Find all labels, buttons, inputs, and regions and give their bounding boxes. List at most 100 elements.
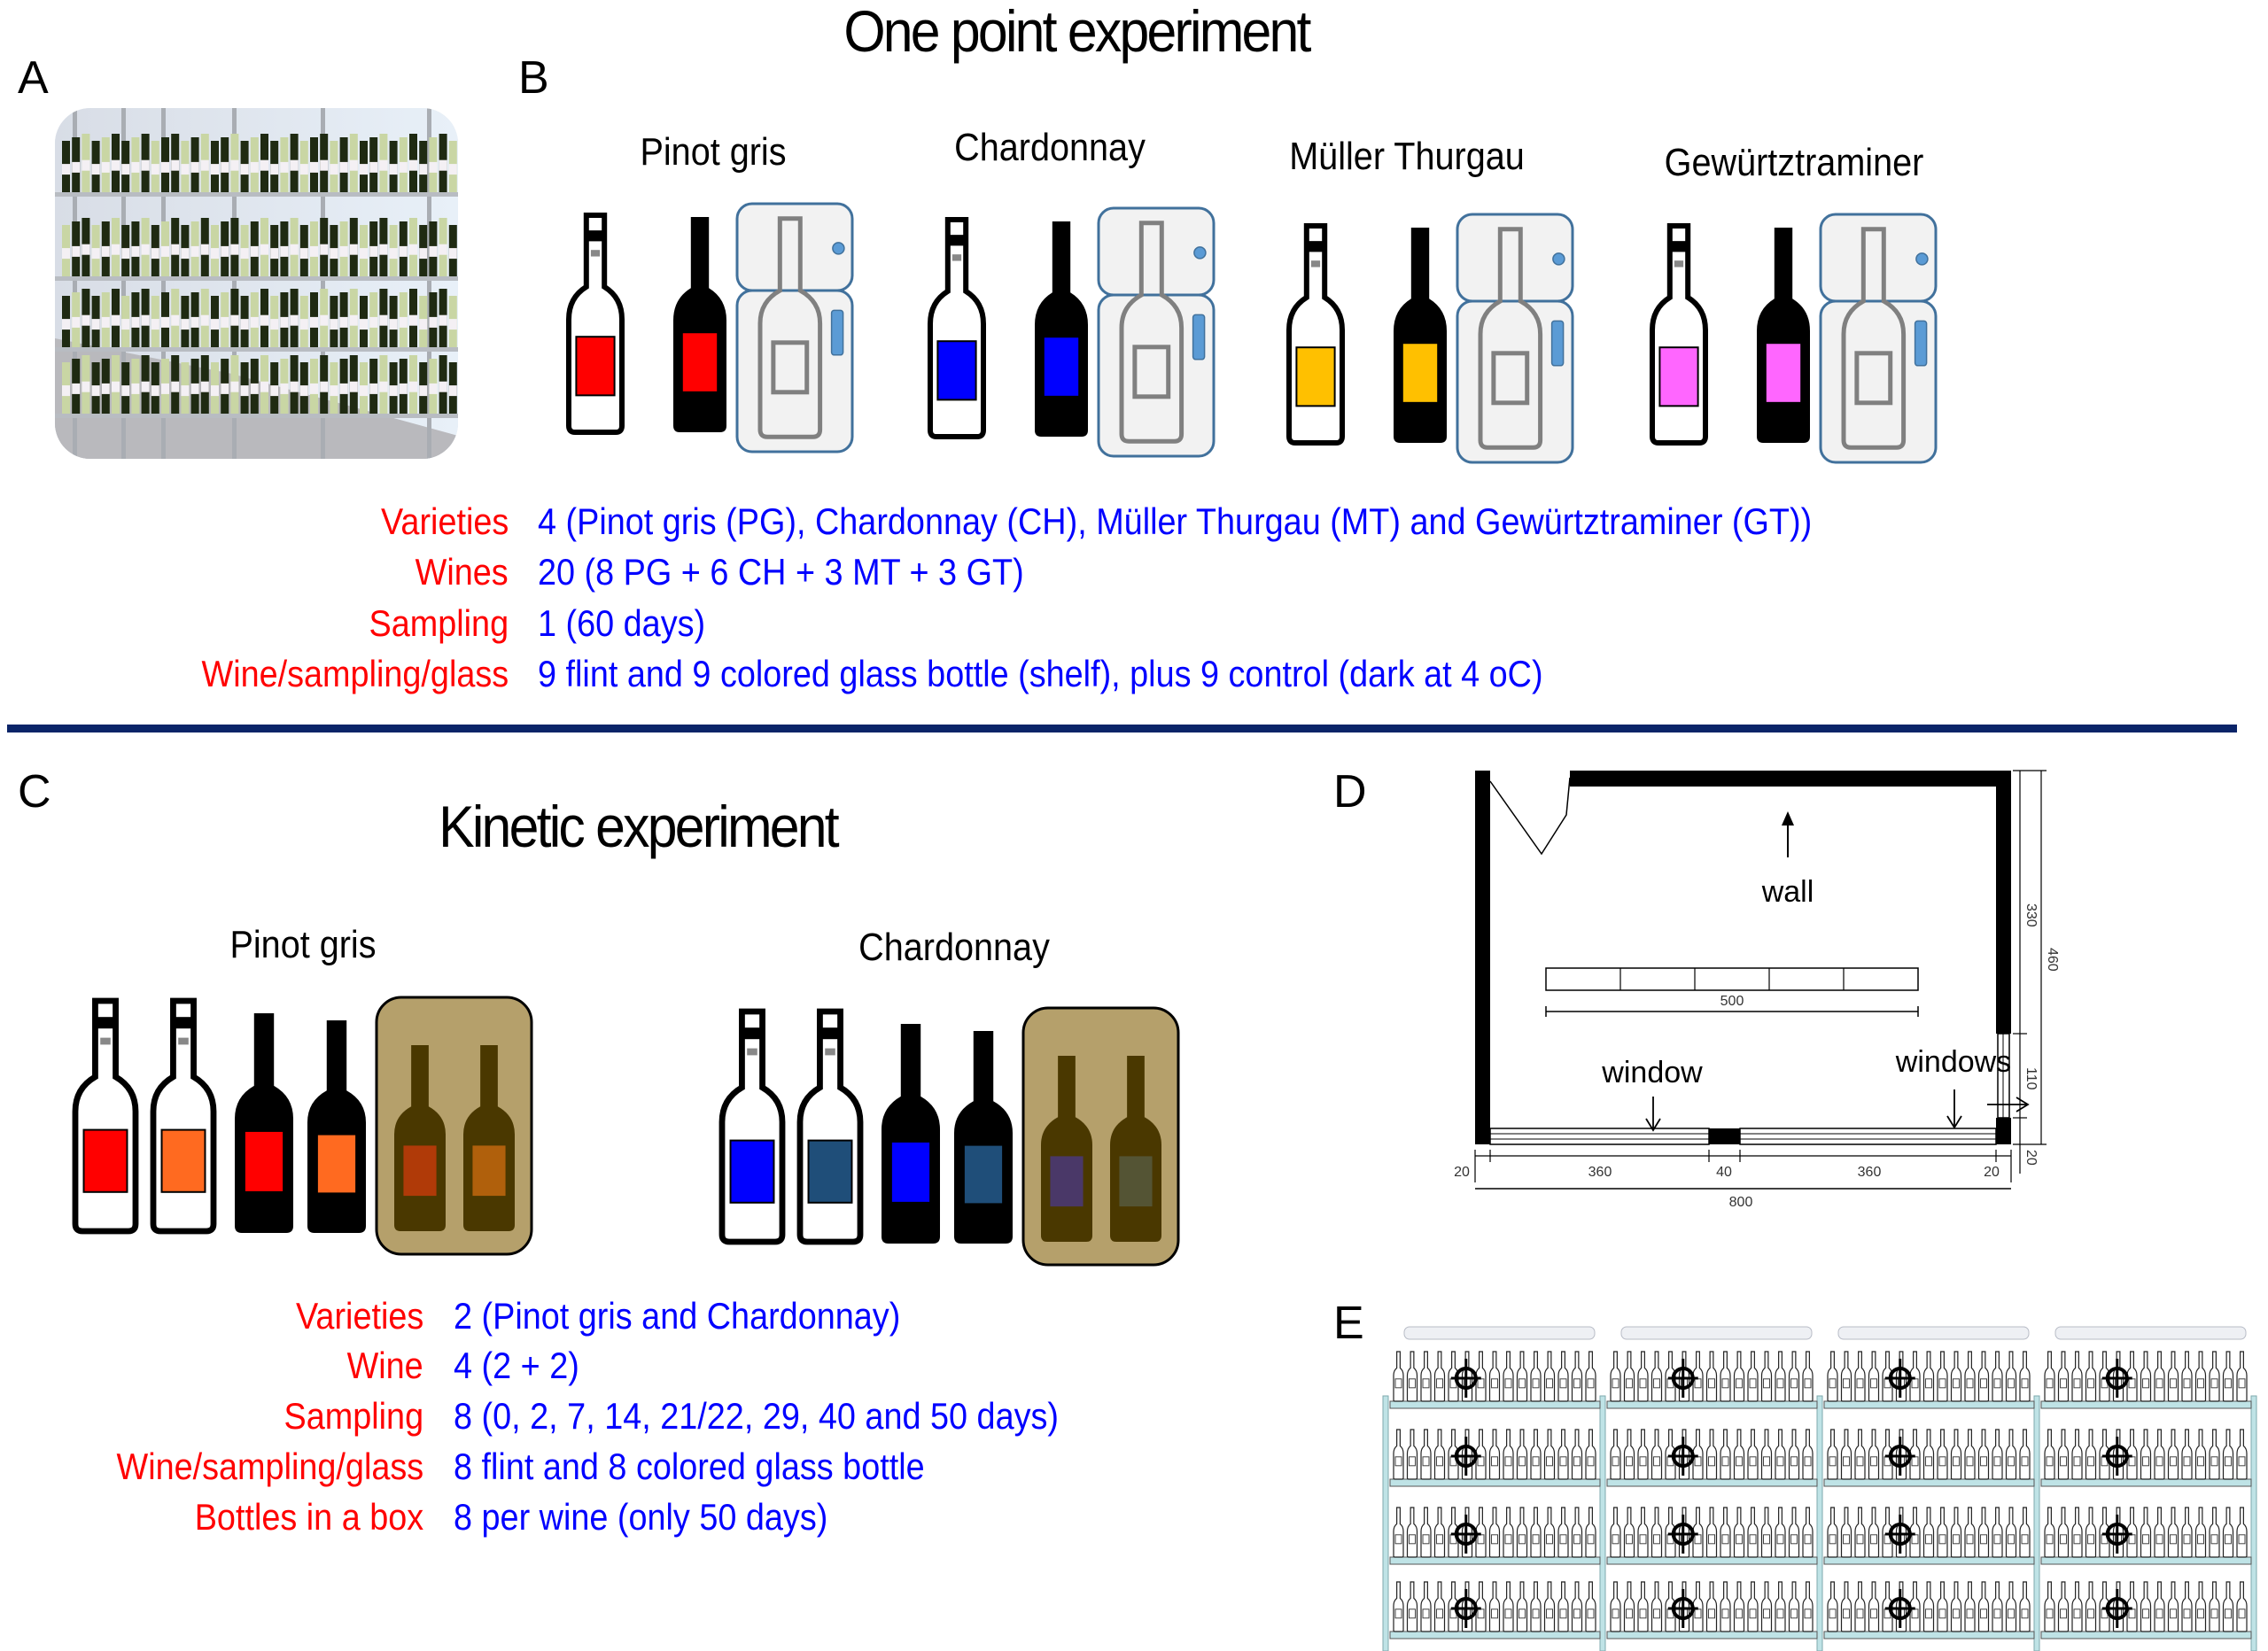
shelf-bottle — [1922, 1429, 1935, 1480]
boxed-bottle — [1041, 1056, 1092, 1242]
shelf-bottle — [1802, 1429, 1814, 1480]
door-swing — [1489, 777, 1571, 856]
shelf-upright — [1382, 1395, 1389, 1651]
shelf-bottle — [1393, 1351, 1404, 1402]
shelf-bottle — [1543, 1581, 1556, 1632]
shelf-upright — [1816, 1395, 1823, 1651]
shelf-bottle — [2140, 1351, 2152, 1402]
shelf-bottle — [1406, 1429, 1418, 1480]
shelf-bottle — [2057, 1507, 2070, 1558]
shelf-bottle — [1992, 1429, 2003, 1480]
flint-bottle — [718, 1008, 786, 1245]
floor-plan: wall 500 window windows 330 460 110 20 2… — [1454, 770, 2060, 1210]
shelf-bottle — [1922, 1507, 1935, 1558]
shelf-bottle — [1720, 1507, 1731, 1558]
shelf-bottle — [1827, 1351, 1838, 1402]
shelf-board — [2040, 1400, 2252, 1409]
dim-bottom-left: 20 — [1454, 1165, 1470, 1180]
shelf-upright — [2250, 1395, 2257, 1651]
shelf-bottle — [1420, 1581, 1432, 1632]
shelf-bottle — [1557, 1507, 1569, 1558]
shelf-board — [1823, 1556, 2035, 1565]
one-point-title: One point experiment — [843, 0, 1311, 64]
colored-bottle — [1035, 221, 1088, 437]
wine-shelf-photo — [55, 108, 458, 459]
shelf-bottle — [1840, 1351, 1852, 1402]
shelf-bottle — [1503, 1429, 1514, 1480]
shelf-bottle — [1733, 1507, 1745, 1558]
fridge-freezer-handle-icon — [1193, 246, 1207, 260]
shelf-bottle — [1720, 1581, 1731, 1632]
variety-label: Chardonnay — [954, 126, 1146, 169]
one-point-group-2 — [928, 206, 1216, 458]
wine-shelf-photo-graphic — [55, 108, 458, 459]
shelf-bottle — [2019, 1429, 2031, 1480]
panel-letter-e: E — [1333, 1298, 1364, 1349]
shelf-bottle — [1868, 1581, 1880, 1632]
shelf-bottle — [1610, 1507, 1621, 1558]
shelf-board — [1823, 1631, 2035, 1639]
shelf-bottle — [1475, 1429, 1487, 1480]
shelf-bottle — [1840, 1429, 1852, 1480]
bottle-label — [891, 1142, 930, 1202]
shelf-bottle — [1747, 1507, 1759, 1558]
sensor-target-icon — [2101, 1359, 2132, 1398]
shelf-bottle — [1637, 1351, 1649, 1402]
shelf-bottle — [1977, 1507, 1990, 1558]
info-value: 20 (8 PG + 6 CH + 3 MT + 3 GT) — [538, 551, 1024, 593]
colored-bottle — [954, 1031, 1013, 1244]
info-label: Wine/sampling/glass — [201, 653, 509, 694]
shelf-bottle — [2222, 1507, 2234, 1558]
shelf-bottle — [1827, 1581, 1838, 1632]
flint-bottle — [72, 997, 139, 1235]
shelf-bottle — [1637, 1581, 1649, 1632]
shelf-bottle — [1747, 1581, 1759, 1632]
sensor-target-icon — [2101, 1437, 2132, 1476]
shelf-bottle — [1393, 1507, 1404, 1558]
sensor-target-icon — [1667, 1589, 1698, 1628]
shelf-bottle — [1530, 1351, 1542, 1402]
shelf-bottle — [2071, 1351, 2083, 1402]
shelf-bottle — [1720, 1429, 1731, 1480]
shelf-bottle — [1516, 1507, 1528, 1558]
sensor-target-icon — [1884, 1437, 1915, 1476]
shelf-bottle — [1571, 1429, 1583, 1480]
shelf-bottle — [1557, 1429, 1569, 1480]
info-value: 8 flint and 8 colored glass bottle — [454, 1446, 925, 1487]
shelf-bottle — [2222, 1351, 2234, 1402]
shelf-bottle — [1692, 1351, 1704, 1402]
shelf-bottle — [2140, 1581, 2152, 1632]
info-label: Wines — [415, 551, 509, 593]
shelving-diagram — [1382, 1326, 2257, 1651]
shelf-bottle — [1760, 1581, 1773, 1632]
shelf-bottle — [1760, 1429, 1773, 1480]
shelf-bottle — [1420, 1351, 1432, 1402]
dim-bottom-total: 800 — [1729, 1195, 1753, 1210]
bottom-window-left — [1489, 1128, 1710, 1145]
shelf-bottle — [1775, 1581, 1786, 1632]
info-value: 4 (Pinot gris (PG), Chardonnay (CH), Mül… — [538, 500, 1813, 542]
shelf-bottle — [1840, 1507, 1852, 1558]
shelf-bottle — [1802, 1581, 1814, 1632]
wall-left — [1475, 771, 1490, 1144]
bottle-label — [1658, 346, 1699, 407]
variety-label: Gewürtztraminer — [1664, 141, 1924, 184]
colored-bottle — [882, 1024, 940, 1244]
bottle-label — [1044, 337, 1079, 396]
colored-bottle — [307, 1020, 366, 1233]
shelf-bottle — [1585, 1581, 1596, 1632]
shelf-bottle — [1964, 1429, 1976, 1480]
shelf-bottle — [2005, 1429, 2017, 1480]
shelf-bottle — [1827, 1507, 1838, 1558]
fridge-door-handle-icon — [1914, 320, 1928, 367]
shelf-bottle — [1937, 1581, 1948, 1632]
fluorescent-lamp — [1403, 1326, 1596, 1340]
fridge-control — [1456, 213, 1574, 464]
shelf-bottle — [1705, 1581, 1718, 1632]
shelf-bottle — [2167, 1581, 2179, 1632]
window-arrow-icon — [1645, 1118, 1661, 1132]
bottle-label — [160, 1128, 206, 1193]
shelf-bottle — [2181, 1581, 2193, 1632]
shelf-bottle — [1733, 1351, 1745, 1402]
fridge-control — [1819, 213, 1938, 464]
